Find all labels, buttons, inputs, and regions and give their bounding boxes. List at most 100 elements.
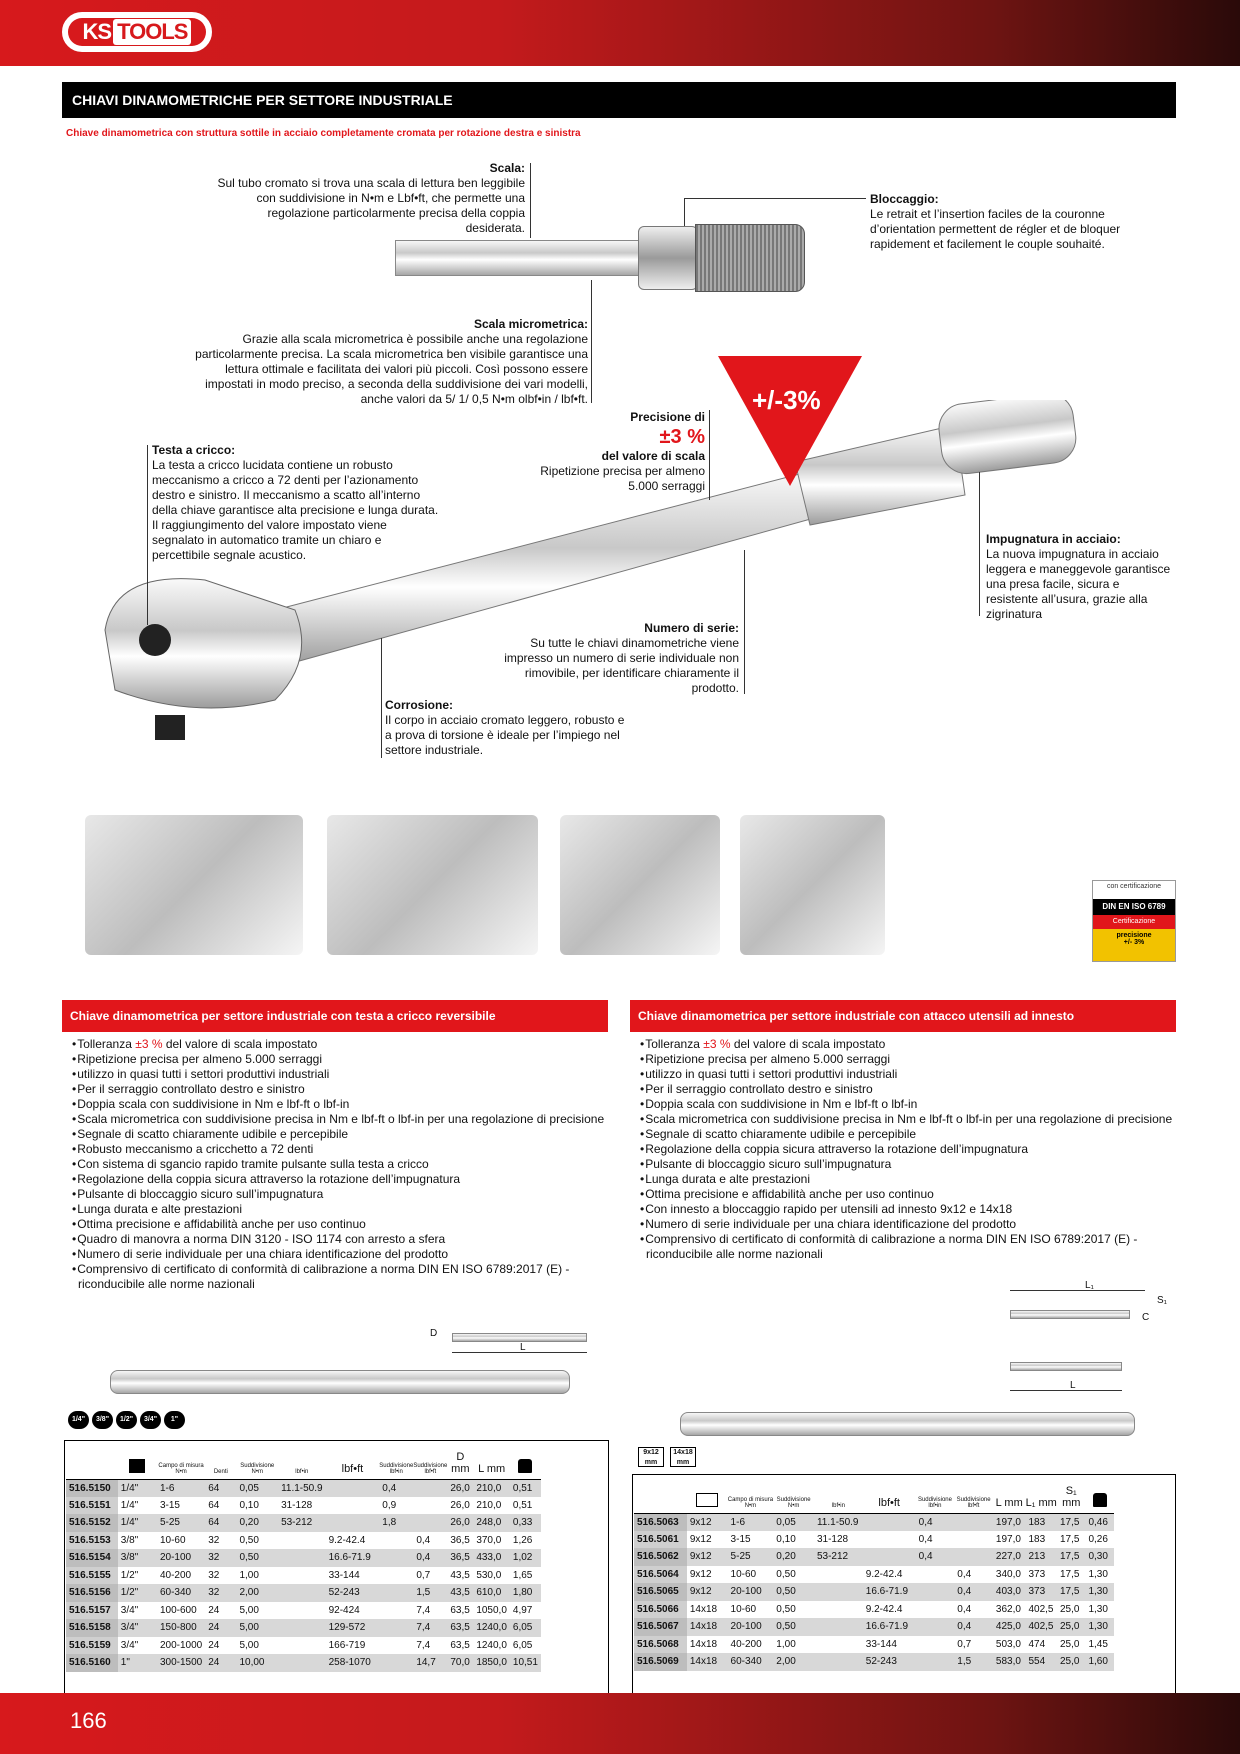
dim-wrench bbox=[452, 1333, 587, 1342]
table-cell: 3/4" bbox=[117, 1619, 157, 1637]
table-cell: 1/4" bbox=[117, 1479, 157, 1497]
table-cell: 1" bbox=[117, 1654, 157, 1672]
callout-serie-text: Su tutte le chiavi dinamometriche viene … bbox=[504, 636, 739, 695]
drive-size-chip: 3/8" bbox=[92, 1411, 113, 1429]
callout-precisione-title: Precisione di bbox=[630, 410, 705, 424]
table-cell: 36,5 bbox=[450, 1534, 470, 1546]
callout-cricco-text: La testa a cricco lucidata contiene un r… bbox=[152, 458, 439, 562]
table-cell: 3-15 bbox=[730, 1533, 751, 1545]
table-cell bbox=[379, 1602, 413, 1620]
callout-corrosione: Corrosione: Il corpo in acciaio cromato … bbox=[385, 698, 625, 758]
table-cell: 5,00 bbox=[236, 1619, 279, 1637]
left-feature-item: Comprensivo di certificato di conformità… bbox=[68, 1262, 608, 1292]
table-cell bbox=[954, 1513, 993, 1531]
table-cell: 474 bbox=[1028, 1638, 1046, 1650]
weight-icon bbox=[518, 1458, 533, 1473]
table-cell: 166-719 bbox=[328, 1639, 366, 1651]
table-cell: 0,50 bbox=[776, 1568, 796, 1580]
right-feature-item: Comprensivo di certificato di conformità… bbox=[636, 1232, 1176, 1262]
table-cell: 150-800 bbox=[156, 1619, 206, 1637]
callout-cricco-title: Testa a cricco: bbox=[152, 443, 236, 457]
table-cell: 63,5 bbox=[450, 1639, 470, 1651]
table-cell: 210,0 bbox=[476, 1499, 502, 1511]
table-cell bbox=[814, 1566, 863, 1584]
table-cell: 0,50 bbox=[773, 1618, 814, 1636]
table-cell: 3/4" bbox=[120, 1604, 139, 1616]
certification-badge: con certificazione DIN EN ISO 6789 Certi… bbox=[1092, 880, 1176, 962]
left-feature-item: Robusto meccanismo a cricchetto a 72 den… bbox=[68, 1142, 608, 1157]
drive-size-chip: 1" bbox=[164, 1411, 185, 1429]
right-table-header: Campo di misura N•m Suddivisione N•m lbf… bbox=[634, 1475, 1114, 1514]
table-cell: 1,30 bbox=[1088, 1603, 1108, 1615]
table-cell: 1,30 bbox=[1085, 1583, 1114, 1601]
left-feature-item: Quadro di manovra a norma DIN 3120 - ISO… bbox=[68, 1232, 608, 1247]
dim-line bbox=[1010, 1390, 1122, 1391]
table-cell: 11.1-50.9 bbox=[278, 1479, 326, 1497]
table-cell: 2,00 bbox=[236, 1584, 279, 1602]
table-cell: 0,05 bbox=[773, 1513, 814, 1531]
table-cell: 0,7 bbox=[416, 1569, 431, 1581]
article-code: 516.5156 bbox=[66, 1584, 118, 1602]
photo-ratchet-head bbox=[85, 815, 303, 955]
table-cell: 9.2-42.4 bbox=[328, 1534, 366, 1546]
table-cell: 43,5 bbox=[450, 1569, 470, 1581]
table-cell: 1240,0 bbox=[473, 1619, 510, 1637]
table-cell bbox=[413, 1514, 448, 1532]
left-feature-item: Ripetizione precisa per almeno 5.000 ser… bbox=[68, 1052, 608, 1067]
table-cell: 9x12 bbox=[686, 1583, 728, 1601]
table-cell: 10-60 bbox=[730, 1603, 757, 1615]
table-cell: 17,5 bbox=[1057, 1548, 1086, 1566]
closeup-ring bbox=[638, 226, 698, 290]
right-wrench-image bbox=[680, 1412, 1135, 1436]
table-cell: 63,5 bbox=[450, 1604, 470, 1616]
left-feature-item: Lunga durata e alte prestazioni bbox=[68, 1202, 608, 1217]
table-cell: 0,50 bbox=[776, 1603, 796, 1615]
dim-s1: S₁ bbox=[1157, 1295, 1168, 1306]
table-cell: 197,0 bbox=[995, 1533, 1021, 1545]
callout-impugnatura-text: La nuova impugnatura in acciaio leggera … bbox=[986, 547, 1171, 621]
table-cell bbox=[278, 1654, 326, 1672]
insert-size-square: 14x18 mm bbox=[670, 1447, 696, 1467]
left-feature-item: Segnale di scatto chiaramente udibile e … bbox=[68, 1127, 608, 1142]
table-cell: 60-340 bbox=[156, 1584, 206, 1602]
table-cell: 64 bbox=[205, 1479, 237, 1497]
table-cell: 53-212 bbox=[278, 1514, 326, 1532]
table-cell: 0,10 bbox=[776, 1533, 796, 1545]
table-cell bbox=[379, 1567, 413, 1585]
table-cell: 24 bbox=[208, 1604, 220, 1616]
table-cell: 7,4 bbox=[413, 1619, 448, 1637]
table-cell bbox=[814, 1601, 863, 1619]
left-wrench-image bbox=[110, 1370, 570, 1394]
table-cell: 1/4" bbox=[120, 1499, 139, 1511]
callout-corrosione-text: Il corpo in acciaio cromato leggero, rob… bbox=[385, 713, 625, 757]
table-cell bbox=[278, 1602, 326, 1620]
photo-hand-insert bbox=[740, 815, 885, 955]
callout-cricco: Testa a cricco: La testa a cricco lucida… bbox=[152, 443, 442, 563]
table-cell: 7,4 bbox=[416, 1639, 431, 1651]
table-cell: 31-128 bbox=[281, 1499, 313, 1511]
left-table-header: Campo di misura N•m Denti Suddivisione N… bbox=[66, 1441, 541, 1480]
table-cell bbox=[813, 1583, 863, 1601]
callout-corrosione-title: Corrosione: bbox=[385, 698, 454, 712]
insert-size-square: 9x12 mm bbox=[638, 1447, 664, 1467]
table-cell: 6,05 bbox=[512, 1639, 533, 1651]
table-cell bbox=[326, 1497, 380, 1515]
table-cell: 3/8" bbox=[117, 1549, 157, 1567]
right-feature-item: Doppia scala con suddivisione in Nm e lb… bbox=[636, 1097, 1176, 1112]
article-code: 516.5158 bbox=[66, 1619, 118, 1637]
table-cell: 1/2" bbox=[117, 1584, 157, 1602]
table-cell: 433,0 bbox=[473, 1549, 510, 1567]
table-cell: 25,0 bbox=[1060, 1603, 1080, 1615]
table-cell: 20-100 bbox=[727, 1618, 774, 1636]
table-cell: 183 bbox=[1028, 1533, 1046, 1545]
table-cell: 9.2-42.4 bbox=[865, 1568, 903, 1580]
table-cell: 1/2" bbox=[120, 1569, 139, 1581]
dim-line bbox=[452, 1352, 587, 1353]
table-cell: 403,0 bbox=[992, 1583, 1026, 1601]
table-cell bbox=[278, 1637, 326, 1655]
